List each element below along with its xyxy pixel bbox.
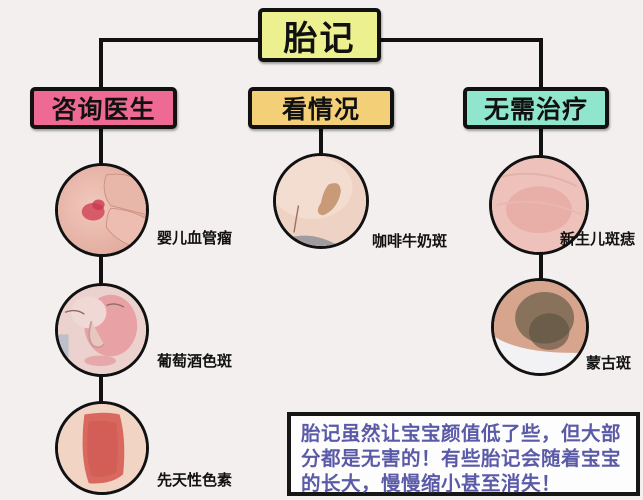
connector-left-drop [99,38,103,88]
title-box: 胎记 [258,8,381,62]
category-no-treatment: 无需治疗 [463,87,609,129]
category-label: 无需治疗 [483,95,588,124]
connector-left-1 [99,128,103,166]
connector-top-left [99,38,259,42]
item-label-hemangioma: 婴儿血管瘤 [157,229,233,247]
connector-right-1 [539,128,543,158]
info-note: 胎记虽然让宝宝颜值低了些，但大部 分都是无害的！有些胎记会随着宝宝 的长大，慢慢… [287,412,640,496]
info-note-line: 胎记虽然让宝宝颜值低了些，但大部 [301,422,622,445]
connector-top-right [380,38,543,42]
info-note-line: 的长大，慢慢缩小甚至消失！ [301,472,562,495]
title-label: 胎记 [283,18,356,59]
mongolian-spot-photo [491,278,589,376]
cafe-au-lait-photo [273,153,369,249]
connector-right-drop [539,38,543,88]
info-note-line: 分都是无害的！有些胎记会随着宝宝 [301,447,622,470]
item-label-port-wine-stain: 葡萄酒色斑 [157,352,233,370]
connector-right-2 [539,250,543,280]
connector-left-3 [99,375,103,403]
category-label: 看情况 [281,95,360,124]
category-consult-doctor: 咨询医生 [30,87,177,129]
item-label-congenital-pigment: 先天性色素 [157,471,233,489]
port-wine-stain-photo [55,283,149,377]
item-label-mongolian-spot: 蒙古斑 [586,354,632,372]
connector-left-2 [99,255,103,287]
newborn-nevus-photo [489,155,589,255]
category-depends: 看情况 [248,87,394,129]
category-label: 咨询医生 [51,95,156,124]
congenital-pigment-photo [55,401,149,495]
item-label-newborn-nevus: 新生儿斑痣 [560,230,636,248]
item-label-cafe-au-lait: 咖啡牛奶斑 [372,232,448,250]
hemangioma-photo [55,163,149,257]
connector-middle-1 [319,128,323,156]
